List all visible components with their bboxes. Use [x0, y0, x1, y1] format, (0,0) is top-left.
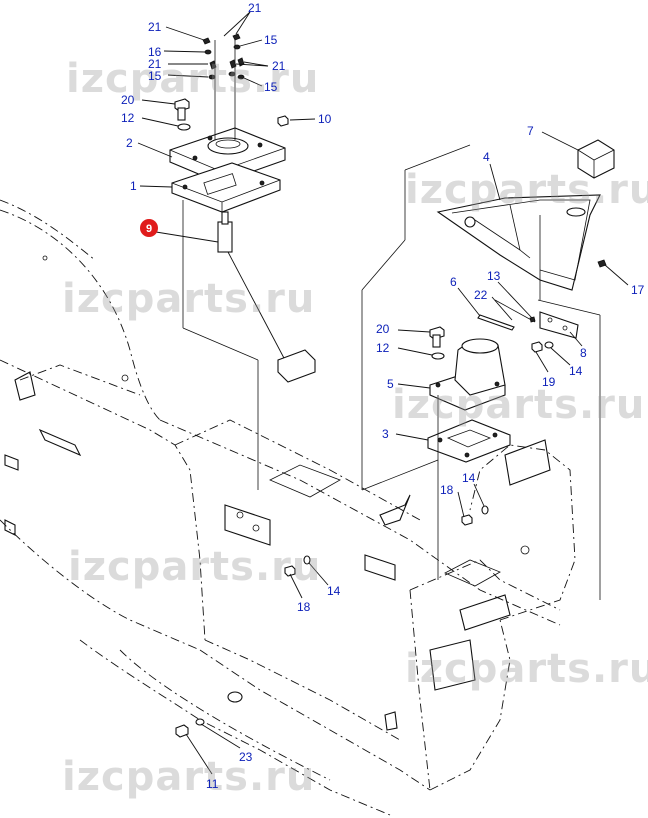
watermark: izcparts.ru [62, 754, 315, 800]
part-label[interactable]: 21 [248, 1, 262, 15]
part-label[interactable]: 15 [148, 69, 162, 83]
part-label[interactable]: 21 [148, 57, 162, 71]
part-label[interactable]: 6 [450, 275, 457, 289]
part-label[interactable]: 3 [382, 427, 389, 441]
watermark: izcparts.ru [405, 646, 648, 692]
watermark: izcparts.ru [62, 276, 315, 322]
part-label[interactable]: 8 [580, 346, 587, 360]
part-label[interactable]: 4 [483, 150, 490, 164]
bolt-stack [174, 33, 289, 140]
frame-outline [0, 199, 576, 816]
watermarks: izcparts.ru izcparts.ru izcparts.ru izcp… [62, 56, 648, 800]
highlight-marker[interactable] [140, 219, 158, 237]
part-label[interactable]: 20 [376, 322, 390, 336]
part-label[interactable]: 13 [487, 269, 501, 283]
watermark: izcparts.ru [66, 56, 319, 102]
part-label[interactable]: 14 [462, 471, 476, 485]
part-label[interactable]: 5 [387, 377, 394, 391]
part-label[interactable]: 18 [297, 600, 311, 614]
part-label[interactable]: 21 [148, 20, 162, 34]
part-label[interactable]: 14 [327, 584, 341, 598]
part-label[interactable]: 12 [121, 111, 135, 125]
part-label[interactable]: 19 [542, 375, 556, 389]
part-label[interactable]: 17 [631, 283, 645, 297]
part-label[interactable]: 7 [527, 124, 534, 138]
part-label[interactable]: 12 [376, 341, 390, 355]
part-labels: 21 21 15 16 21 21 15 15 20 12 10 2 1 9 7… [121, 1, 645, 791]
part-label[interactable]: 2 [126, 136, 133, 150]
part-label[interactable]: 11 [206, 777, 219, 791]
part-label[interactable]: 14 [569, 364, 583, 378]
part-label[interactable]: 23 [239, 750, 253, 764]
part-label[interactable]: 21 [272, 59, 286, 73]
part-label[interactable]: 15 [264, 80, 278, 94]
leader-lines [137, 11, 629, 775]
part-label[interactable]: 1 [130, 179, 137, 193]
watermark: izcparts.ru [68, 544, 321, 590]
part-label[interactable]: 15 [264, 33, 278, 47]
mount-plate-assembly [169, 33, 316, 490]
part-label[interactable]: 16 [148, 45, 162, 59]
part-label[interactable]: 20 [121, 93, 135, 107]
frame-brackets [4, 255, 551, 731]
part-label[interactable]: 22 [474, 288, 488, 302]
watermark: izcparts.ru [392, 382, 645, 428]
watermark: izcparts.ru [405, 167, 648, 213]
part-label[interactable]: 18 [440, 483, 454, 497]
right-assembly [175, 139, 615, 738]
part-label[interactable]: 10 [318, 112, 332, 126]
highlighted-part-label[interactable]: 9 [146, 223, 152, 235]
